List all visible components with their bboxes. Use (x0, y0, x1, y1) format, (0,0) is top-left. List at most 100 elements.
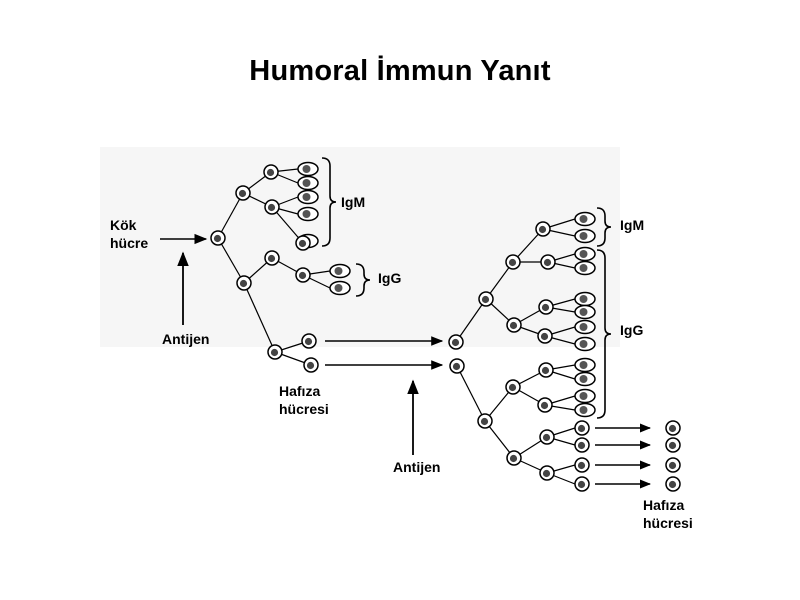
plasma-cell (574, 371, 596, 387)
branch-line (484, 420, 515, 459)
b-cell (537, 328, 553, 344)
cell-nucleus (577, 461, 586, 470)
b-cell (538, 299, 554, 315)
cell-nucleus (538, 225, 547, 234)
cell-nucleus (239, 279, 248, 288)
b-cell (267, 344, 283, 360)
plasma-cell (574, 246, 596, 262)
memory-cell (665, 457, 681, 473)
cell-nucleus (298, 271, 307, 280)
branch-line (217, 192, 244, 239)
b-cell (537, 397, 553, 413)
plasma-nucleus (579, 323, 588, 331)
b-cell (295, 235, 311, 251)
label-igg-primary: IgG (378, 270, 401, 286)
plasma-nucleus (302, 165, 311, 173)
plasma-cell (574, 336, 596, 352)
cell-nucleus (481, 295, 490, 304)
b-cell (538, 362, 554, 378)
plasma-cell (574, 357, 596, 373)
plasma-cell (574, 260, 596, 276)
plasma-nucleus (302, 193, 311, 201)
plasma-nucleus (302, 179, 311, 187)
memory-cell (665, 476, 681, 492)
plasma-nucleus (579, 232, 588, 240)
brace (321, 157, 337, 247)
brace (596, 249, 612, 419)
plasma-cell (297, 206, 319, 222)
arrows (160, 233, 652, 489)
b-cell (505, 254, 521, 270)
b-cell (506, 317, 522, 333)
cell-nucleus (509, 454, 518, 463)
memory-cell (665, 437, 681, 453)
label-antigen-primary: Antijen (162, 331, 209, 347)
b-cell (263, 164, 279, 180)
b-cell (295, 267, 311, 283)
cell-nucleus (480, 417, 489, 426)
stem-cell (210, 230, 226, 246)
cell-nucleus (668, 424, 677, 433)
plasma-nucleus (579, 250, 588, 258)
plasma-cell (574, 388, 596, 404)
plasma-nucleus (579, 308, 588, 316)
brace (355, 263, 371, 297)
memory-cell (303, 357, 319, 373)
branch-line (271, 206, 304, 244)
cell-nucleus (577, 480, 586, 489)
cell-nucleus (304, 337, 313, 346)
cell-nucleus (543, 258, 552, 267)
branch-line (217, 237, 245, 284)
cell-nucleus (238, 189, 247, 198)
plasma-nucleus (579, 295, 588, 303)
branch-line (243, 282, 276, 353)
plasma-cell (574, 402, 596, 418)
cell-nucleus (540, 401, 549, 410)
cell-nucleus (577, 441, 586, 450)
plasma-cell (574, 211, 596, 227)
plasma-nucleus (579, 406, 588, 414)
cell-nucleus (508, 383, 517, 392)
plasma-nucleus (579, 264, 588, 272)
plasma-cell (329, 280, 351, 296)
b-cell (264, 199, 280, 215)
b-cell (236, 275, 252, 291)
b-cell (506, 450, 522, 466)
cell-nucleus (270, 348, 279, 357)
plasma-nucleus (302, 210, 311, 218)
b-cell (535, 221, 551, 237)
cell-nucleus (306, 361, 315, 370)
b-cell (539, 429, 555, 445)
label-memory-secondary-1: Hafıza (643, 497, 684, 513)
plasma-nucleus (579, 215, 588, 223)
label-igg-secondary: IgG (620, 322, 643, 338)
plasma-nucleus (334, 284, 343, 292)
b-cell (540, 254, 556, 270)
cell-nucleus (577, 424, 586, 433)
cell-nucleus (541, 366, 550, 375)
branch-line (455, 298, 487, 343)
memory-cell (301, 333, 317, 349)
memory-cell (574, 437, 590, 453)
label-memory-primary-2: hücresi (279, 401, 329, 417)
label-antigen-secondary: Antijen (393, 459, 440, 475)
label-stem-cell-1: Kök (110, 217, 137, 233)
plasma-nucleus (579, 361, 588, 369)
plasma-cell (297, 189, 319, 205)
label-stem-cell-2: hücre (110, 235, 148, 251)
slide-title: Humoral İmmun Yanıt (249, 55, 551, 87)
plasma-cell (574, 291, 596, 307)
cell-nucleus (668, 461, 677, 470)
memory-cell (665, 420, 681, 436)
cells (210, 161, 681, 492)
b-cell (235, 185, 251, 201)
plasma-cell (297, 175, 319, 191)
label-memory-primary-1: Hafıza (279, 383, 320, 399)
plasma-nucleus (579, 340, 588, 348)
plasma-nucleus (579, 392, 588, 400)
plasma-cell (574, 304, 596, 320)
brace (596, 207, 612, 247)
plasma-cell (574, 228, 596, 244)
cell-nucleus (298, 239, 307, 248)
